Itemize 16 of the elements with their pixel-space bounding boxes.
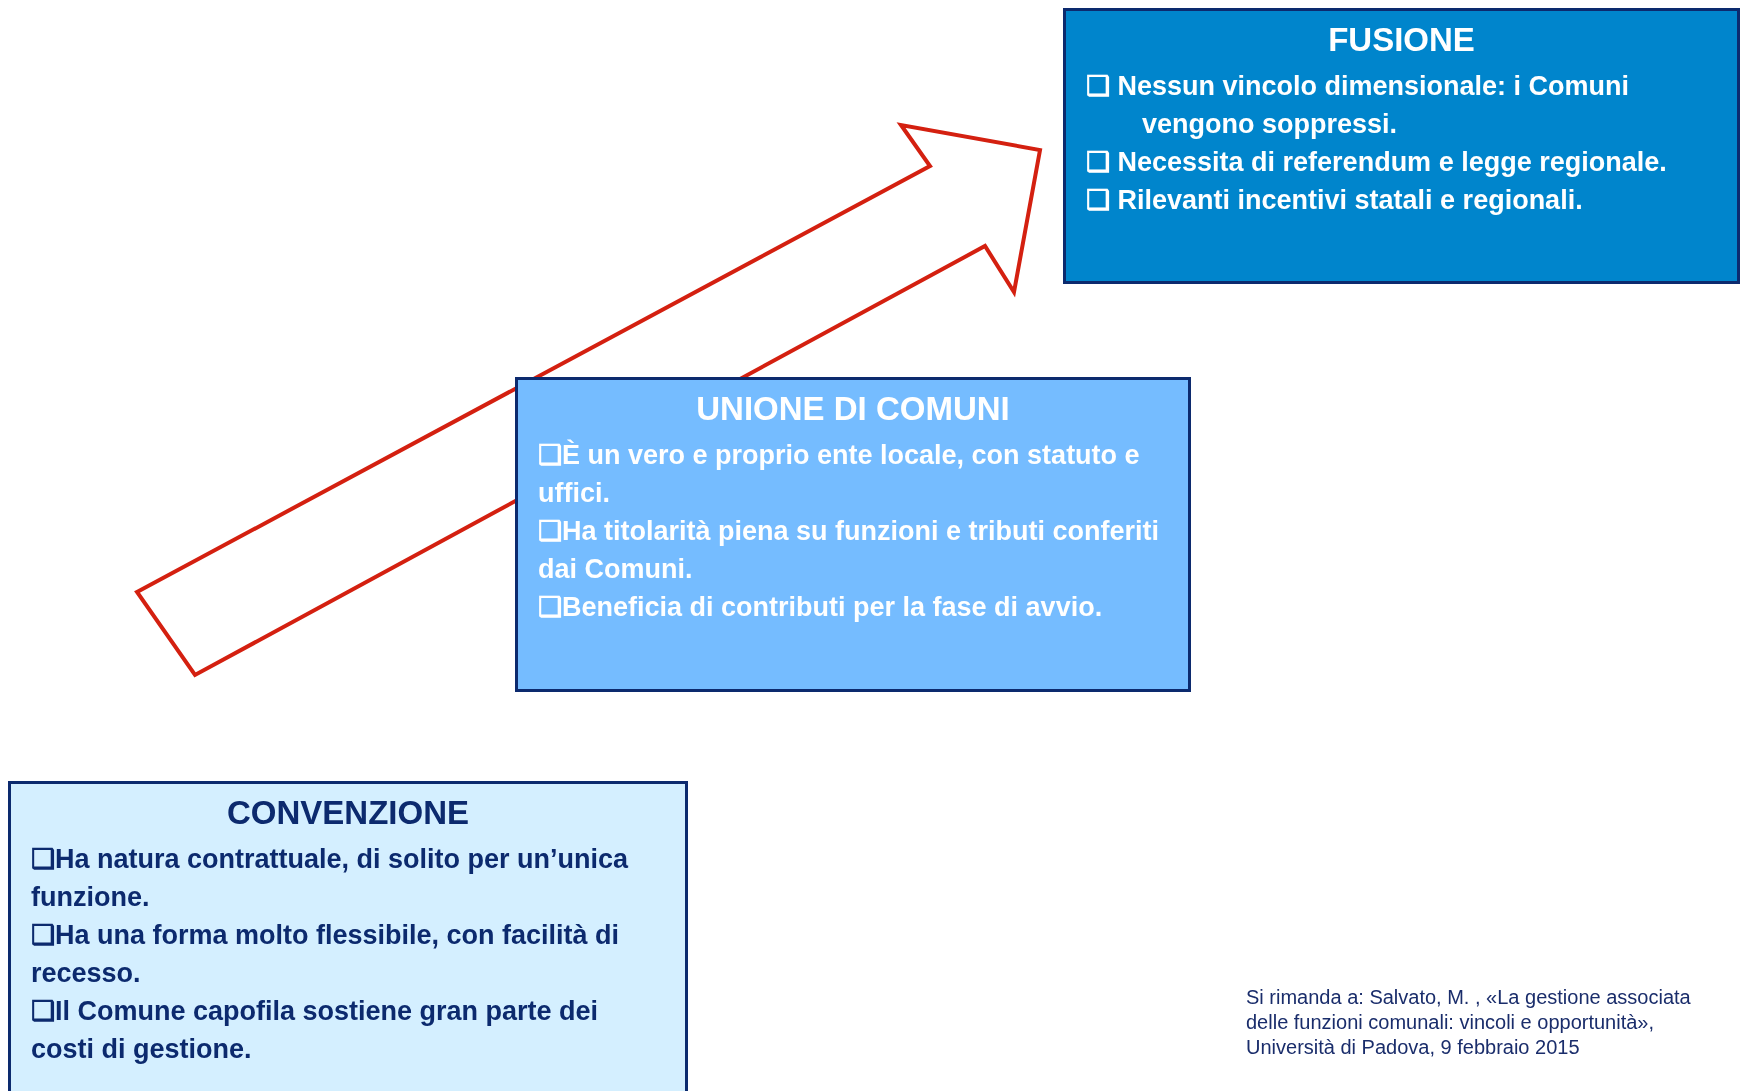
bullet-item: ❑Beneficia di contributi per la fase di avvio. [538,591,1104,624]
box-heading: UNIONE DI COMUNI [695,390,1011,428]
bullet-item: ❑Ha natura contrattuale, di solito per un’unica funzione. [31,843,630,914]
text-box [515,377,1191,692]
bullet-item: ❑È un vero e proprio ente locale, con statuto e uffici. [538,438,1141,510]
citation-note: Si rimanda a: Salvato, M. , «La gestione associata delle funzioni comunali: vincoli e opportunità», Università di Padova, 9 febbraio 2015 [1246,985,1692,1060]
bullet-item: ❑ Necessita di referendum e legge regionale. [1086,146,1668,179]
text-box [8,781,688,1091]
bullet-item: ❑Il Comune capofila sostiene gran parte dei costi di gestione. [31,995,600,1066]
bullet-item: ❑ Rilevanti incentivi statali e regionali. [1086,184,1584,217]
text-box [1063,8,1740,284]
bullet-item: ❑Ha titolarità piena su funzioni e tributi conferiti dai Comuni. [538,515,1161,586]
box-heading: FUSIONE [1327,21,1476,59]
box-heading: CONVENZIONE [226,794,470,832]
bullet-item: ❑Ha una forma molto flessibile, con facilità di recesso. [31,919,621,990]
bullet-item: ❑ Nessun vincolo dimensionale: i Comuni vengono soppressi. [1086,70,1631,141]
